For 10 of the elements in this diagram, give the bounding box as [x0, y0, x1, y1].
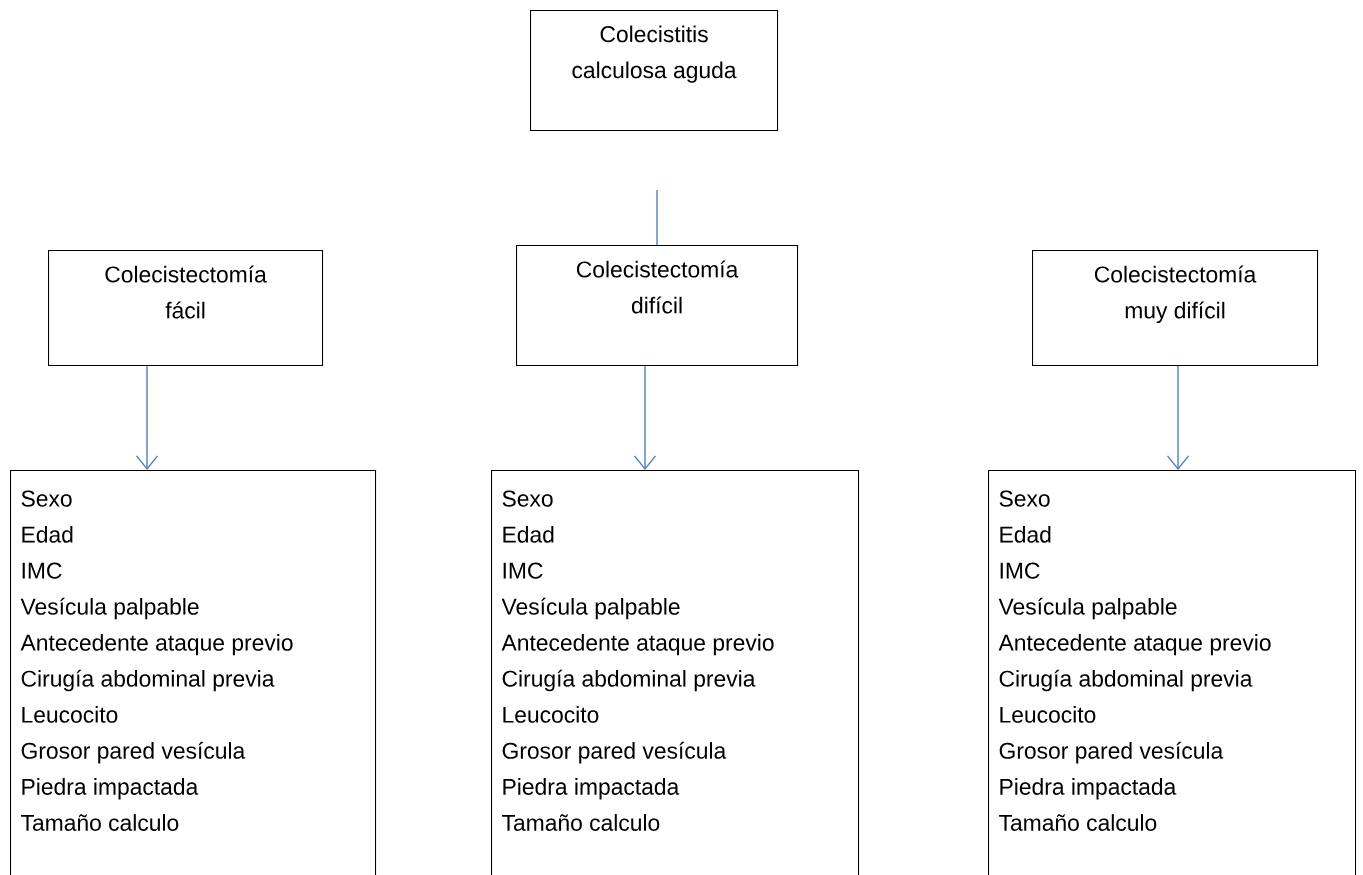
arrow [135, 365, 159, 470]
process-box: Colecistectomía muy difícil [1032, 250, 1319, 367]
process-box: Colecistectomía fácil [48, 250, 324, 367]
list-box: Sexo Edad IMC Vesícula palpable Antecedente ataque previo Cirugía abdominal previa Leucocito Grosor pared vesícula Piedra impactada Tamaño calculo [491, 470, 860, 875]
process-box: Colecistectomía difícil [516, 245, 799, 367]
arrow [1166, 365, 1190, 470]
arrow [633, 365, 657, 470]
list-box: Sexo Edad IMC Vesícula palpable Antecedente ataque previo Cirugía abdominal previa Leucocito Grosor pared vesícula Piedra impactada Tamaño calculo [10, 470, 377, 875]
process-box: Colecistitis calculosa aguda [530, 10, 779, 132]
list-box: Sexo Edad IMC Vesícula palpable Antecedente ataque previo Cirugía abdominal previa Leucocito Grosor pared vesícula Piedra impactada Tamaño calculo [988, 470, 1357, 875]
